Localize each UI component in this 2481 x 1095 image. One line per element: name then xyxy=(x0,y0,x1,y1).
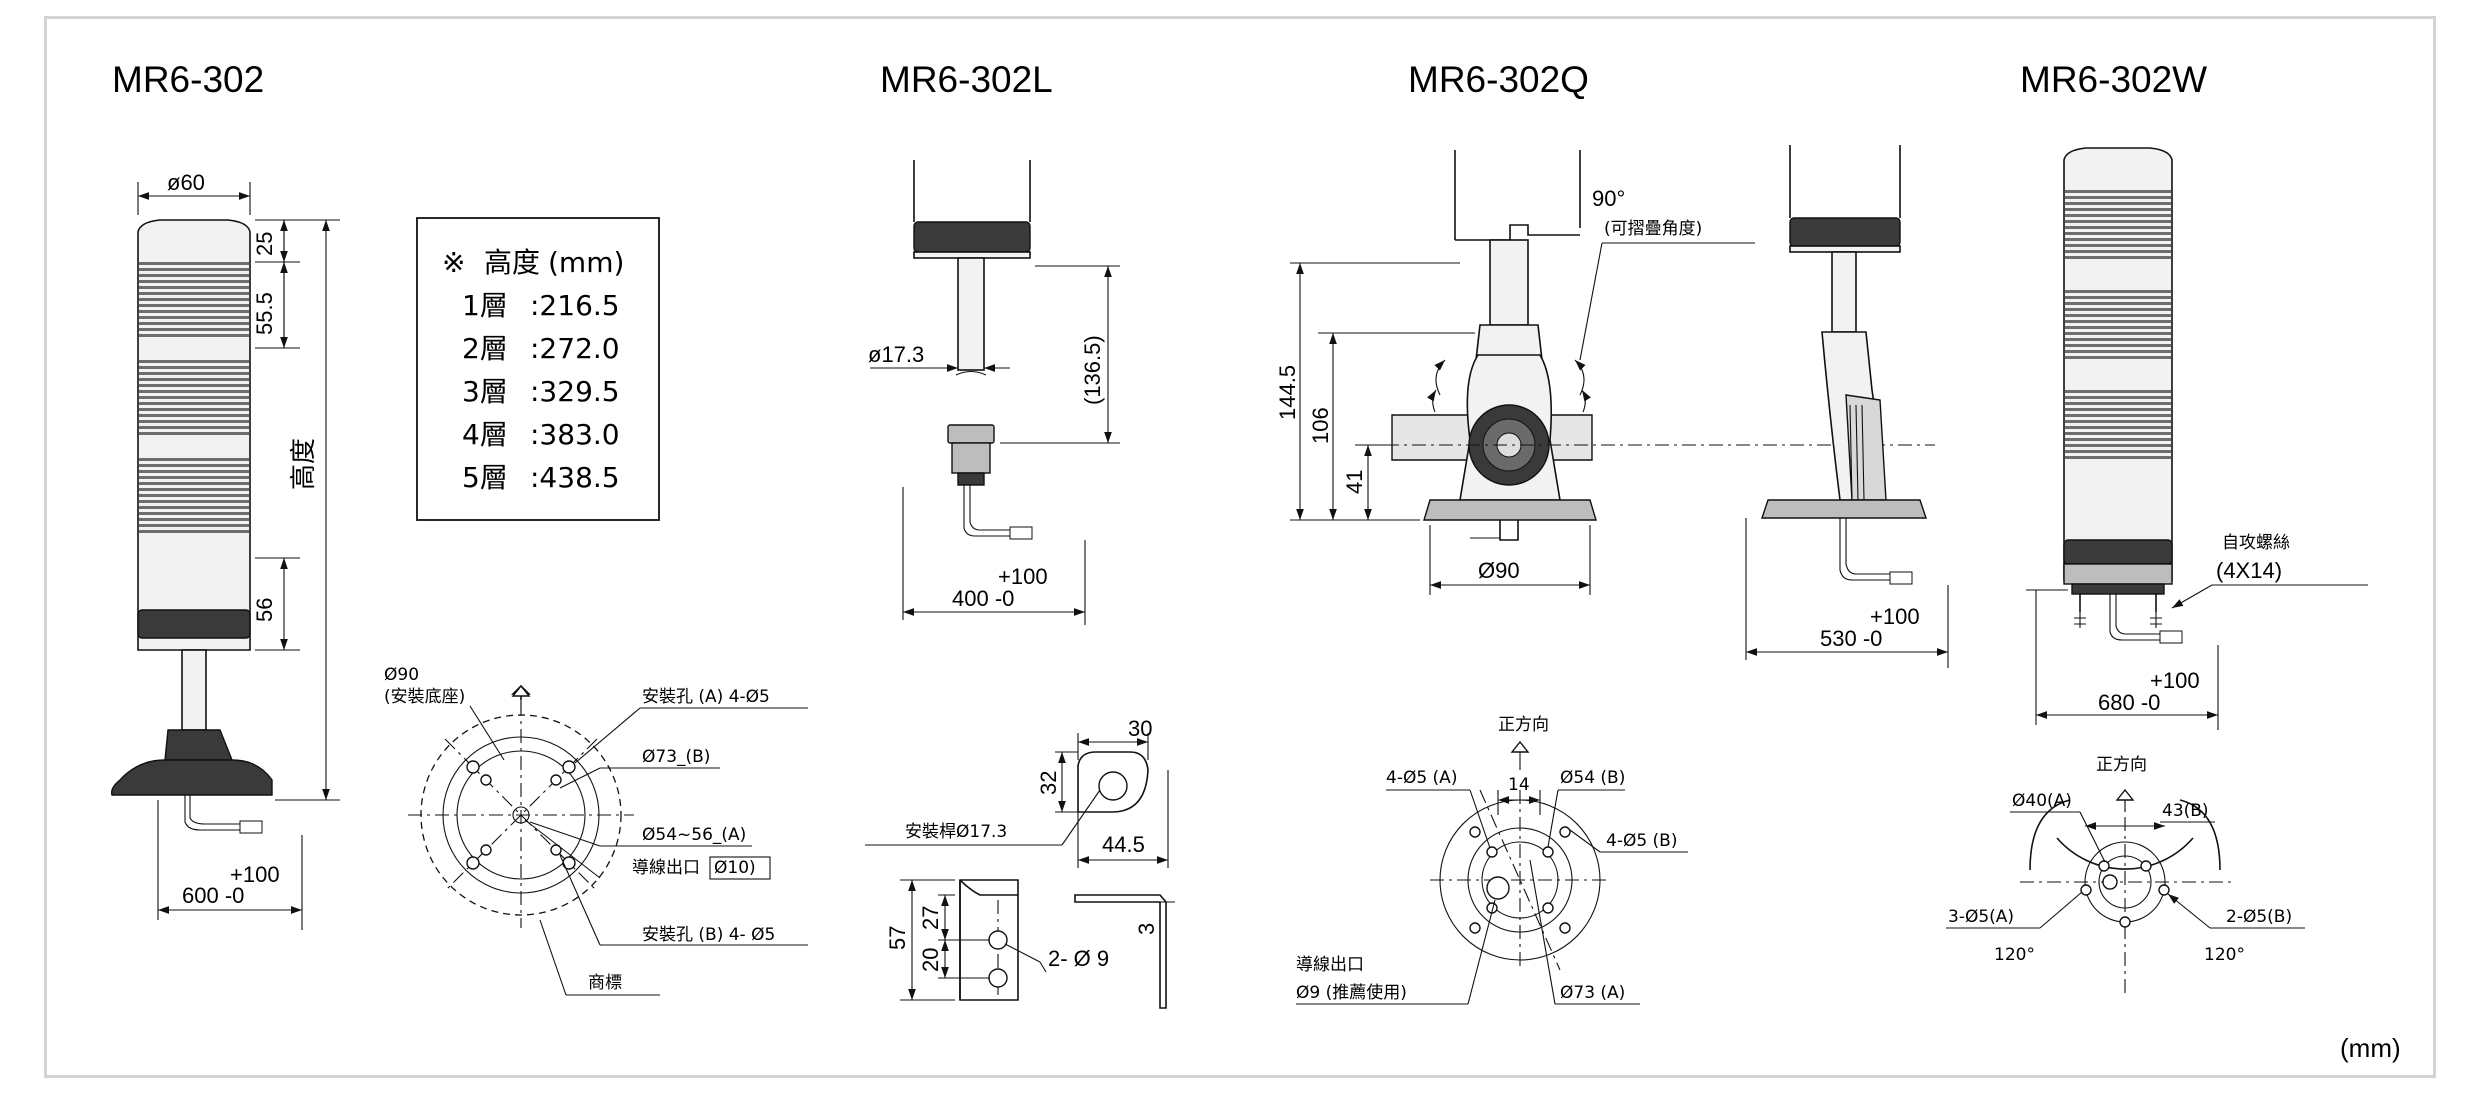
mr6-302w-base-plan: 正方向 Ø40(A) 43(B) 3-Ø5(A) 2-Ø5(B) 120° 12… xyxy=(1946,755,2305,995)
pcd-b-q: Ø54 (B) xyxy=(1560,768,1625,788)
height-row-value: :329.5 xyxy=(530,375,620,408)
mr6-302l-dimensions: ø17.3 (136.5) +100 400 -0 xyxy=(868,265,1120,625)
mr6-302q-dimensions: 90° (可摺疊角度) 144.5 106 41 Ø90 xyxy=(1275,186,1755,595)
mr6-302l-bracket: 30 32 安裝桿Ø17.3 44.5 57 27 20 2- Ø 9 xyxy=(865,716,1175,1009)
base-dia-302q: Ø90 xyxy=(1478,558,1520,583)
cable-plus-302w: +100 xyxy=(2150,668,2200,693)
dim-57: 57 xyxy=(885,926,910,950)
dim-20: 20 xyxy=(918,948,943,972)
title-mr6-302w: MR6-302W xyxy=(2020,59,2207,100)
base-dia-302: Ø90 xyxy=(384,665,419,685)
angle-right: 120° xyxy=(2204,945,2245,965)
mr6-302w-dimensions: 自攻螺絲 (4X14) +100 680 -0 xyxy=(2026,533,2368,730)
pcd-b-label: Ø73_(B) xyxy=(642,747,710,767)
mr6-302l-pole-mount xyxy=(913,160,1033,540)
cable-exit-label: 導線出口 xyxy=(632,858,700,878)
bracket-h: 32 xyxy=(1036,771,1061,795)
fold-angle: 90° xyxy=(1592,186,1625,211)
cable-len-302q: 530 -0 xyxy=(1820,626,1882,651)
mr6-302-base-plan: Ø90 (安裝底座) 安裝孔 (A) 4-Ø5 Ø73_(B) Ø54~56_(… xyxy=(384,665,808,996)
dim-106: 106 xyxy=(1308,407,1333,444)
height-row-value: :272.0 xyxy=(530,332,620,365)
dim-height: 高度 xyxy=(288,438,318,490)
height-row-tier: 1層 xyxy=(462,289,508,322)
thickness: 3 xyxy=(1134,923,1159,935)
dim-25: 25 xyxy=(252,232,277,256)
height-row-value: :438.5 xyxy=(530,461,620,494)
holes-a-w: 3-Ø5(A) xyxy=(1948,907,2014,927)
height-table-mark: ※ xyxy=(442,246,465,279)
holes-b-w: 2-Ø5(B) xyxy=(2226,907,2292,927)
screw-size: (4X14) xyxy=(2216,558,2282,583)
bracket-pole: 安裝桿Ø17.3 xyxy=(905,822,1007,842)
cable-len-302w: 680 -0 xyxy=(2098,690,2160,715)
holes-a-q: 4-Ø5 (A) xyxy=(1386,768,1457,788)
cable-len-302: 600 -0 xyxy=(182,883,244,908)
pole-dia: ø17.3 xyxy=(868,342,924,367)
angle-left: 120° xyxy=(1994,945,2035,965)
hole-a-label: 安裝孔 (A) 4-Ø5 xyxy=(642,687,770,707)
bracket-holes: 2- Ø 9 xyxy=(1048,946,1109,971)
title-mr6-302l: MR6-302L xyxy=(880,59,1053,100)
dim-56: 56 xyxy=(252,598,277,622)
dim-27: 27 xyxy=(918,906,943,930)
bracket-w: 30 xyxy=(1128,716,1152,741)
mr6-302q-folding-mount xyxy=(1385,150,1935,541)
dim-41: 41 xyxy=(1342,470,1367,494)
cable-plus-302: +100 xyxy=(230,862,280,887)
mr6-302-tower xyxy=(110,219,273,834)
dim-dia-top: ø60 xyxy=(167,170,205,195)
logo-label: 商標 xyxy=(588,973,622,993)
cable-len-302l: 400 -0 xyxy=(952,586,1014,611)
hole-b-label: 安裝孔 (B) 4- Ø5 xyxy=(642,925,775,945)
pcd-a-w: Ø40(A) xyxy=(2012,791,2072,811)
dim-43: 43(B) xyxy=(2162,801,2209,821)
base-label-302: (安裝底座) xyxy=(384,687,465,707)
fold-angle-note: (可摺疊角度) xyxy=(1604,219,1702,239)
cable-exit-dia: Ø10) xyxy=(714,858,756,878)
dim-55-5: 55.5 xyxy=(252,292,277,335)
height-table-unit: (mm) xyxy=(548,246,624,279)
drawing-frame xyxy=(44,16,2436,1078)
height-row-value: :216.5 xyxy=(530,289,620,322)
holes-b-q: 4-Ø5 (B) xyxy=(1606,831,1677,851)
height-table: ※ 高度 (mm) 1層 :216.5 2層 :272.0 3層 :329.5 4層 :383… xyxy=(416,217,660,521)
mr6-302q-side-view: +100 530 -0 xyxy=(1745,145,1949,668)
mr6-302q-base-plan: 正方向 4-Ø5 (A) 14 Ø54 (B) 4-Ø5 (B) 導線出口 Ø9… xyxy=(1296,715,1688,1005)
height-row-tier: 2層 xyxy=(462,332,508,365)
unit-note: (mm) xyxy=(2340,1033,2401,1063)
bracket-len: 44.5 xyxy=(1102,832,1145,857)
mr6-302w-wall-mount xyxy=(2063,147,2183,644)
pcd-a-q: Ø73 (A) xyxy=(1560,983,1625,1003)
front-direction-q: 正方向 xyxy=(1498,715,1549,735)
height-row-tier: 4層 xyxy=(462,418,508,451)
height-row-tier: 3層 xyxy=(462,375,508,408)
mr6-302-dimensions: ø60 25 55.5 56 高度 +100 600 -0 xyxy=(137,170,340,930)
pole-len: (136.5) xyxy=(1080,335,1105,405)
cable-exit-q: 導線出口 xyxy=(1296,955,1364,975)
pcd-a-label: Ø54~56_(A) xyxy=(642,825,746,845)
title-mr6-302q: MR6-302Q xyxy=(1408,59,1589,100)
cable-plus-302q: +100 xyxy=(1870,604,1920,629)
front-direction-w: 正方向 xyxy=(2096,755,2147,775)
height-table-header: 高度 xyxy=(484,246,540,279)
dim-144-5: 144.5 xyxy=(1275,365,1300,420)
cable-exit-dia-q: Ø9 (推薦使用) xyxy=(1296,982,1407,1003)
screw-label: 自攻螺絲 xyxy=(2222,533,2290,553)
title-mr6-302: MR6-302 xyxy=(112,59,264,100)
cable-plus-302l: +100 xyxy=(998,564,1048,589)
height-row-tier: 5層 xyxy=(462,461,508,494)
height-row-value: :383.0 xyxy=(530,418,620,451)
dim-14: 14 xyxy=(1508,775,1530,795)
